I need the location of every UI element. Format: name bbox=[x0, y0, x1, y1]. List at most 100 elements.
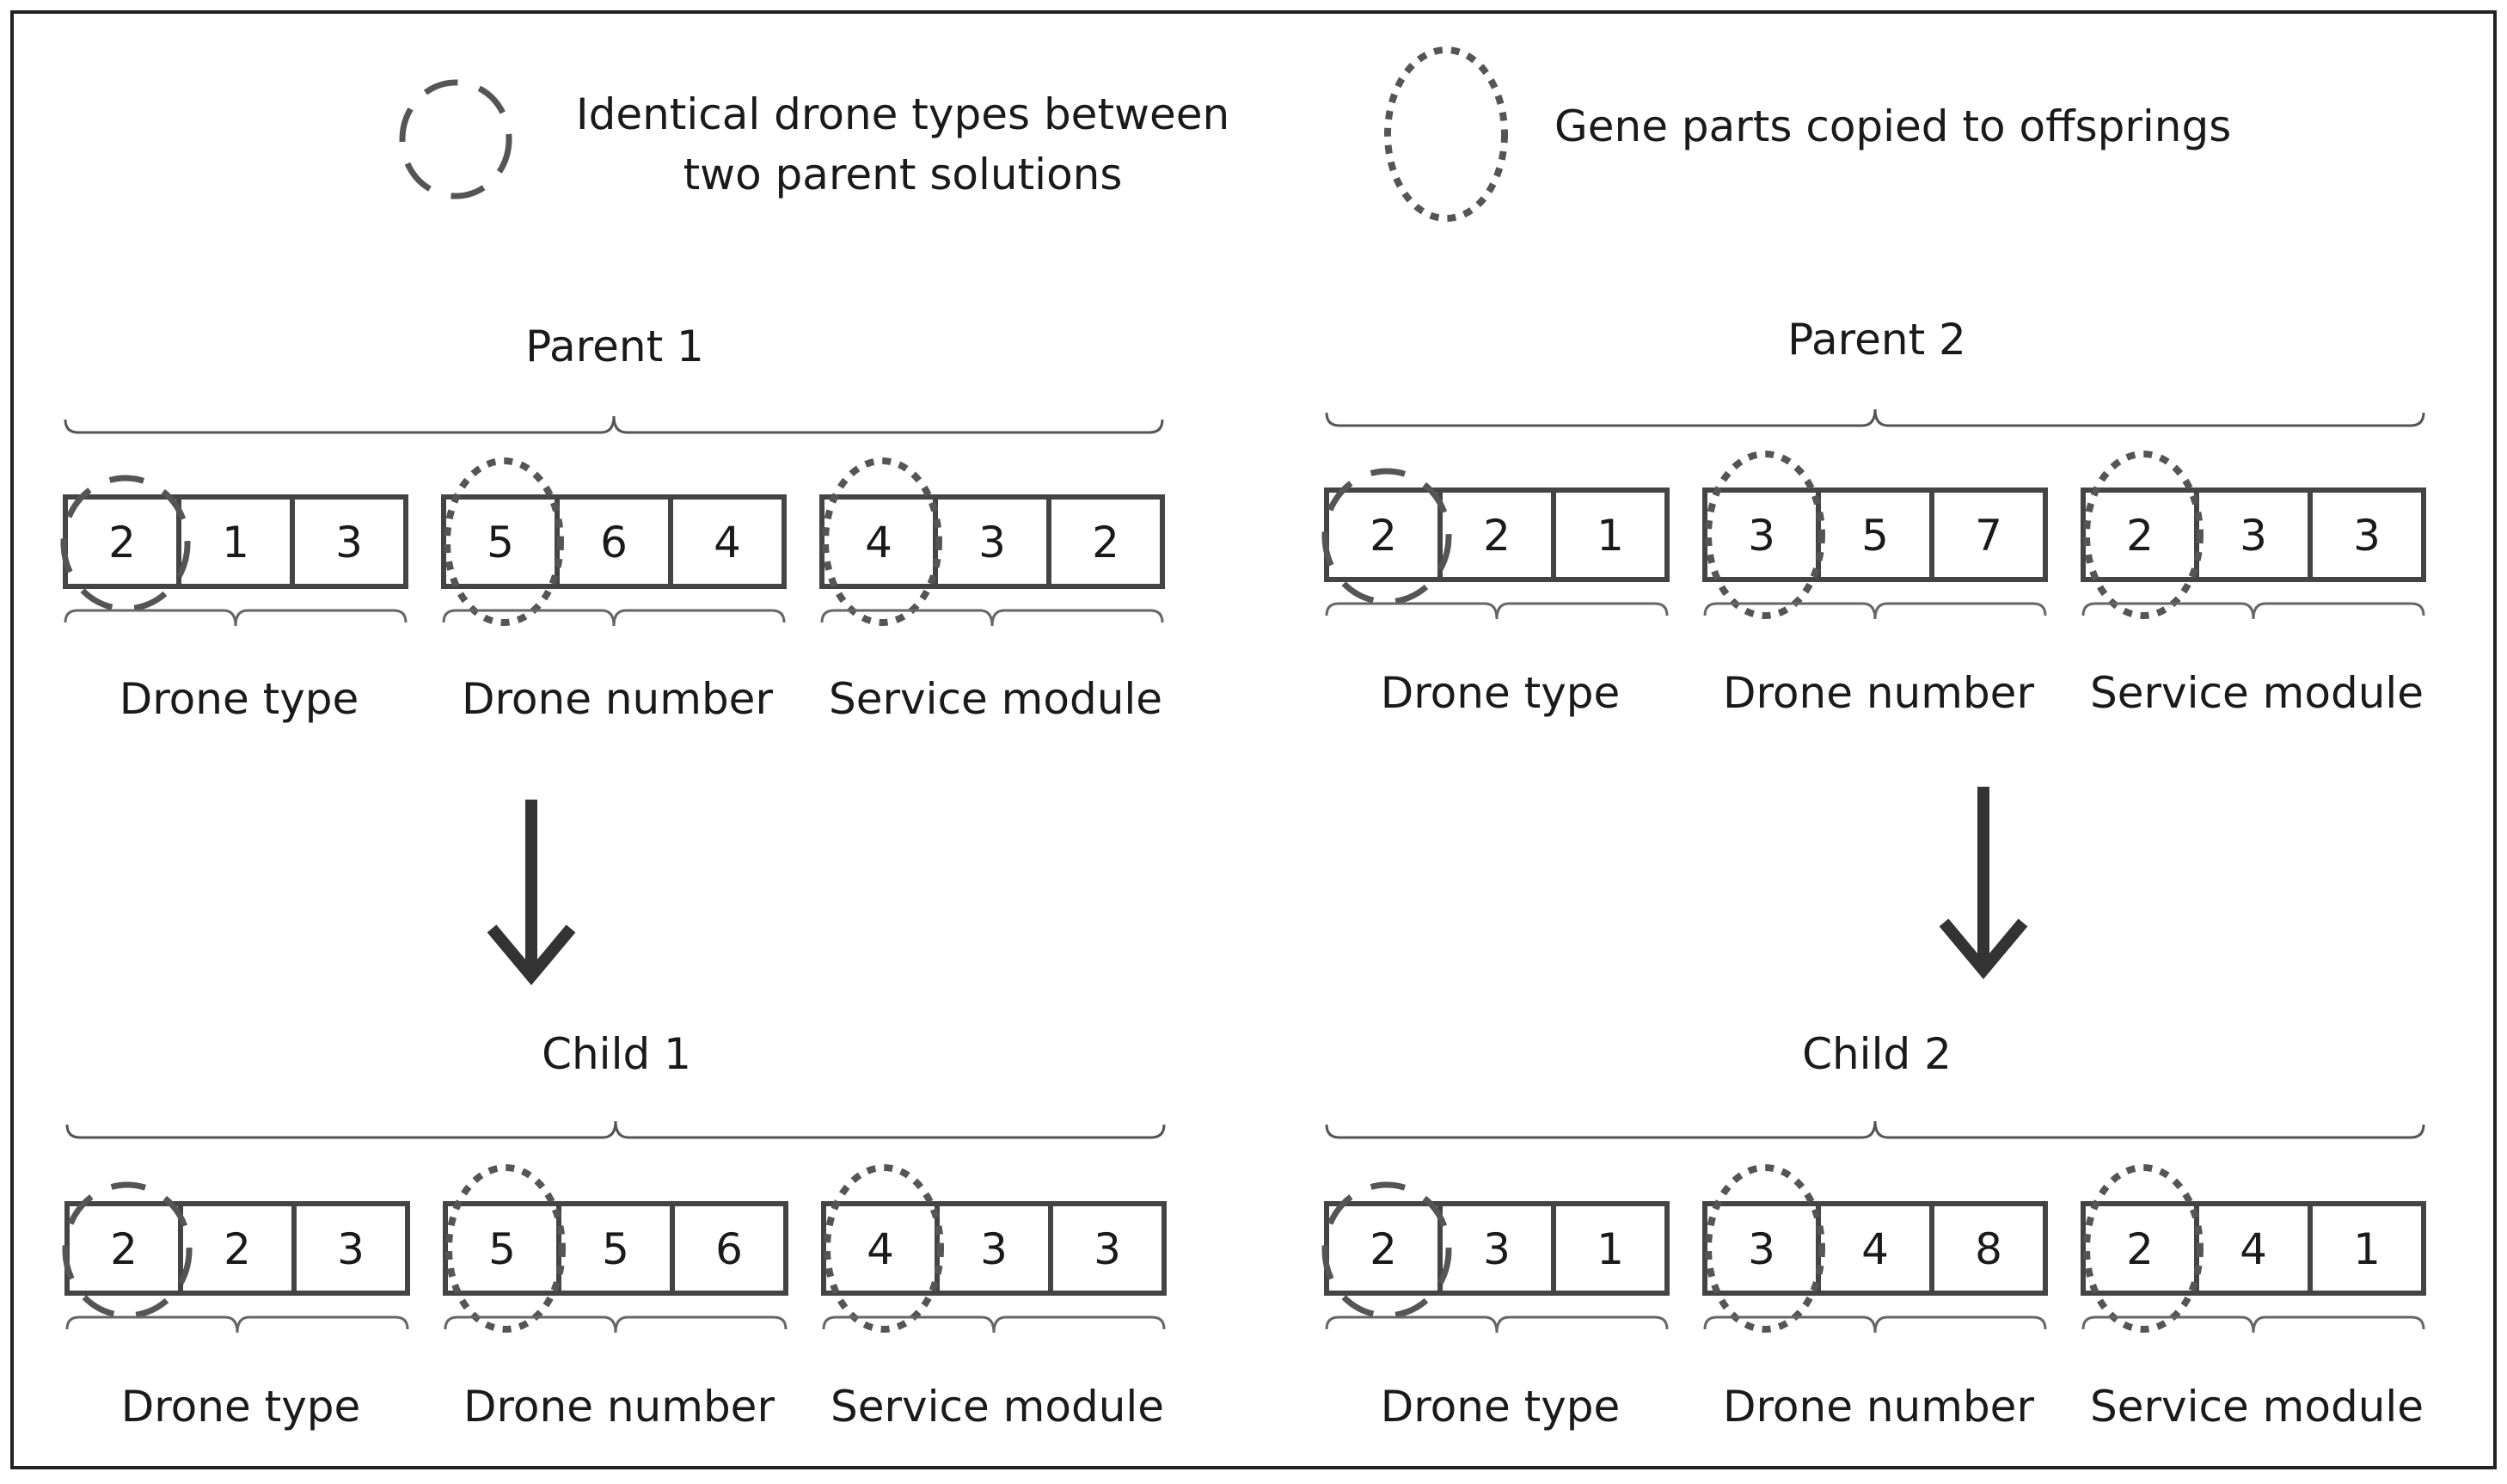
gene-value: 1 bbox=[222, 518, 249, 567]
copied-gene-dotted-ellipse-icon bbox=[824, 1164, 944, 1333]
child-2-service-module-brace bbox=[2081, 1315, 2425, 1334]
gene-cell bbox=[1437, 488, 1556, 582]
child-1-service-module-brace bbox=[822, 1315, 1166, 1334]
parent-2-drone-type-label: Drone type bbox=[1381, 668, 1621, 718]
copied-gene-dotted-ellipse-icon bbox=[2083, 1164, 2204, 1333]
gene-value: 6 bbox=[600, 518, 628, 567]
gene-cell bbox=[291, 1201, 410, 1296]
copied-gene-dotted-ellipse-icon bbox=[2083, 451, 2204, 619]
copied-gene-dotted-ellipse-icon bbox=[1705, 451, 1825, 619]
gene-value: 5 bbox=[602, 1224, 629, 1274]
gene-cell bbox=[443, 1201, 561, 1296]
gene-value: 4 bbox=[865, 518, 892, 567]
gene-cell bbox=[63, 494, 181, 589]
gene-value: 7 bbox=[1975, 511, 2002, 561]
legend-identical-line1: Identical drone types between bbox=[576, 89, 1229, 139]
gene-cell bbox=[1046, 494, 1165, 589]
gene-value: 3 bbox=[2240, 511, 2267, 561]
parent-1-drone-type-brace bbox=[64, 609, 408, 627]
gene-value: 5 bbox=[487, 518, 514, 567]
identical-type-dashed-circle-icon bbox=[62, 1181, 193, 1319]
child-2-drone-type-brace bbox=[1325, 1315, 1669, 1334]
parent-1-top-brace bbox=[64, 415, 1164, 434]
parent-2-drone-number-brace bbox=[1703, 602, 2047, 620]
gene-cell bbox=[1702, 488, 1821, 582]
child-2-top-brace bbox=[1325, 1120, 2425, 1139]
gene-cell bbox=[1929, 1201, 2048, 1296]
gene-cell bbox=[1551, 488, 1670, 582]
gene-cell bbox=[668, 494, 787, 589]
gene-value: 6 bbox=[715, 1224, 743, 1274]
gene-value: 2 bbox=[1092, 518, 1119, 567]
legend: Identical drone types between two parent… bbox=[399, 46, 2231, 222]
parent-1-title: Parent 1 bbox=[525, 322, 704, 371]
legend-identical-line2: two parent solutions bbox=[683, 150, 1123, 199]
gene-value: 1 bbox=[1597, 511, 1624, 561]
parent-1-drone-number-brace bbox=[442, 609, 786, 627]
gene-cell bbox=[2081, 488, 2199, 582]
parent-1-service-module-brace bbox=[820, 609, 1164, 627]
gene-value: 5 bbox=[1861, 511, 1889, 561]
gene-value: 2 bbox=[110, 1224, 138, 1274]
gene-cell bbox=[1048, 1201, 1167, 1296]
gene-value: 4 bbox=[714, 518, 741, 567]
parent-2-service-module-brace bbox=[2081, 602, 2425, 620]
parent-1-drone-number-label: Drone number bbox=[462, 674, 773, 724]
arrow-parent1-to-child1 bbox=[487, 800, 576, 985]
parent-2-title: Parent 2 bbox=[1787, 315, 1966, 365]
copied-gene-dotted-ellipse-icon bbox=[445, 1164, 566, 1333]
gene-cell bbox=[819, 494, 938, 589]
child-2-service-module-label: Service module bbox=[2090, 1382, 2424, 1432]
gene-value: 2 bbox=[1370, 1224, 1397, 1274]
gene-value: 1 bbox=[1597, 1224, 1624, 1274]
identical-type-dashed-circle-icon bbox=[1321, 1181, 1452, 1319]
gene-cell bbox=[556, 1201, 675, 1296]
child-2-drone-number-brace bbox=[1703, 1315, 2047, 1334]
child-2-drone-type-label: Drone type bbox=[1381, 1382, 1621, 1432]
gene-cell bbox=[670, 1201, 788, 1296]
gene-cell bbox=[2194, 1201, 2313, 1296]
gene-cell bbox=[1437, 1201, 1556, 1296]
outer-frame bbox=[10, 10, 2497, 1469]
child-2-title: Child 2 bbox=[1802, 1029, 1952, 1079]
arrow-parent2-to-child2 bbox=[1939, 787, 2028, 979]
parent-2-drone-type-brace bbox=[1325, 602, 1669, 620]
gene-cell bbox=[1551, 1201, 1670, 1296]
gene-value: 3 bbox=[1748, 1224, 1775, 1274]
gene-value: 8 bbox=[1975, 1224, 2002, 1274]
gene-cell bbox=[1324, 488, 1443, 582]
child-1-drone-type-label: Drone type bbox=[121, 1382, 361, 1432]
gene-value: 4 bbox=[867, 1224, 894, 1274]
gene-value: 3 bbox=[1094, 1224, 1121, 1274]
gene-value: 3 bbox=[980, 1224, 1008, 1274]
child-2-drone-number-label: Drone number bbox=[1723, 1382, 2034, 1432]
gene-cell bbox=[2194, 488, 2313, 582]
legend-copied-text: Gene parts copied to offsprings bbox=[1554, 101, 2231, 151]
parent-1-drone-type-label: Drone type bbox=[120, 674, 359, 724]
child-1-title: Child 1 bbox=[542, 1029, 691, 1079]
gene-value: 2 bbox=[2126, 1224, 2154, 1274]
identical-type-dashed-circle-icon bbox=[60, 475, 191, 612]
gene-value: 2 bbox=[224, 1224, 251, 1274]
copied-gene-dotted-ellipse-icon bbox=[1705, 1164, 1825, 1333]
gene-value: 2 bbox=[2126, 511, 2154, 561]
gene-value: 4 bbox=[1861, 1224, 1889, 1274]
gene-value: 3 bbox=[1483, 1224, 1511, 1274]
gene-cell bbox=[2308, 1201, 2426, 1296]
